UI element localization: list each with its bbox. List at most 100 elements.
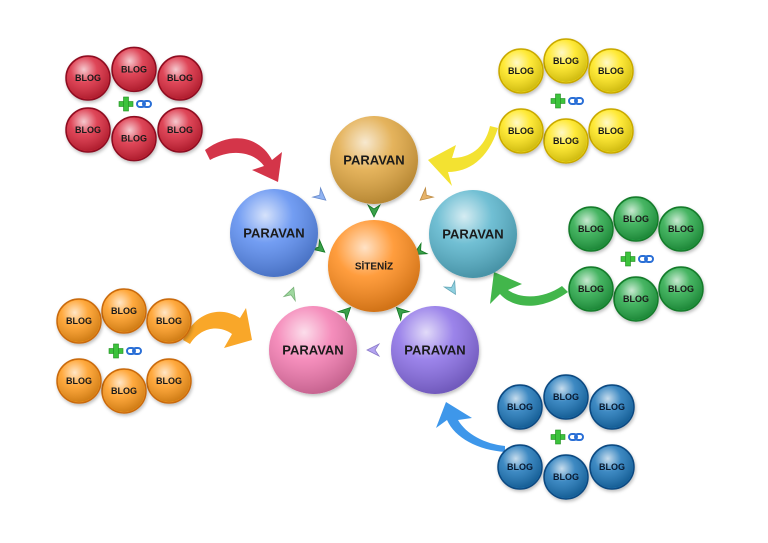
blog-node: BLOG (543, 374, 589, 420)
blog-label: BLOG (668, 284, 694, 294)
plus-icon (550, 93, 566, 109)
paravan-node-3: PARAVAN (429, 190, 517, 278)
plus-icon (108, 343, 124, 359)
blog-node: BLOG (613, 196, 659, 242)
arrow-top-to-center (366, 203, 382, 218)
blog-label: BLOG (598, 126, 624, 136)
blog-cluster-orange: BLOG BLOG BLOG BLOG BLOG BLOG (56, 288, 192, 414)
blog-label: BLOG (75, 125, 101, 135)
plus-icon (620, 251, 636, 267)
paravan-node-2-label: PARAVAN (243, 226, 304, 241)
center-node-label: SİTENİZ (355, 260, 393, 273)
blog-cluster-red: BLOG BLOG BLOG BLOG BLOG BLOG (65, 46, 203, 162)
blog-node: BLOG (157, 107, 203, 153)
blog-node: BLOG (146, 298, 192, 344)
blog-node: BLOG (543, 118, 589, 164)
blog-node: BLOG (588, 48, 634, 94)
plus-icon (550, 429, 566, 445)
blog-node: BLOG (111, 46, 157, 93)
blog-label: BLOG (507, 462, 533, 472)
orange-arrow (183, 308, 252, 348)
blog-node: BLOG (65, 107, 111, 153)
blog-node: BLOG (588, 108, 634, 154)
paravan-node-4: PARAVAN (269, 306, 357, 394)
link-icon (638, 255, 654, 263)
blog-label: BLOG (111, 386, 137, 396)
blog-label: BLOG (66, 316, 92, 326)
paravan-node-4-label: PARAVAN (282, 343, 343, 358)
blog-label: BLOG (156, 376, 182, 386)
paravan-node-3-label: PARAVAN (442, 227, 503, 242)
plus-icon (118, 96, 134, 112)
paravan-node-1-label: PARAVAN (343, 153, 404, 168)
green-arrow (490, 272, 568, 306)
red-arrow (205, 138, 282, 182)
blog-label: BLOG (599, 402, 625, 412)
paravan-node-2: PARAVAN (230, 189, 318, 277)
blog-label: BLOG (121, 64, 147, 74)
blog-label: BLOG (598, 66, 624, 76)
arrow-bottomleft-to-center (336, 306, 352, 322)
blog-node: BLOG (543, 38, 589, 84)
blog-node: BLOG (498, 108, 544, 154)
blog-node: BLOG (65, 55, 111, 101)
blog-label: BLOG (167, 73, 193, 83)
blog-cluster-yellow: BLOG BLOG BLOG BLOG BLOG BLOG (498, 38, 634, 164)
blog-label: BLOG (623, 294, 649, 304)
blog-cluster-green: BLOG BLOG BLOG BLOG BLOG BLOG (568, 196, 704, 322)
arrow-top-to-right (419, 186, 435, 201)
blog-label: BLOG (553, 472, 579, 482)
blog-label: BLOG (75, 73, 101, 83)
blog-label: BLOG (508, 126, 534, 136)
blog-node: BLOG (589, 444, 635, 490)
blog-node: BLOG (568, 206, 614, 252)
blog-label: BLOG (167, 125, 193, 135)
center-node: SİTENİZ (328, 220, 420, 312)
blog-node: BLOG (498, 48, 544, 94)
blog-label: BLOG (111, 306, 137, 316)
paravan-node-5: PARAVAN (391, 306, 479, 394)
blog-label: BLOG (668, 224, 694, 234)
blog-node: BLOG (101, 368, 147, 414)
blog-node: BLOG (613, 276, 659, 322)
blog-label: BLOG (121, 134, 147, 144)
blog-label: BLOG (578, 224, 604, 234)
blog-node: BLOG (658, 266, 704, 312)
link-icon (136, 100, 152, 108)
blog-node: BLOG (146, 358, 192, 404)
blog-label: BLOG (578, 284, 604, 294)
blog-label: BLOG (623, 214, 649, 224)
link-icon (568, 97, 584, 105)
blog-label: BLOG (507, 402, 533, 412)
blog-label: BLOG (553, 56, 579, 66)
blog-node: BLOG (497, 444, 543, 490)
blog-label: BLOG (553, 136, 579, 146)
blog-node: BLOG (543, 454, 589, 500)
paravan-node-1: PARAVAN (330, 116, 418, 204)
blog-label: BLOG (508, 66, 534, 76)
blog-label: BLOG (553, 392, 579, 402)
blog-node: BLOG (111, 115, 157, 162)
arrow-bottomleft-to-left (282, 286, 296, 303)
blog-label: BLOG (66, 376, 92, 386)
blog-node: BLOG (497, 384, 543, 430)
arrow-left-to-top (311, 186, 327, 201)
blog-node: BLOG (101, 288, 147, 334)
blog-label: BLOG (156, 316, 182, 326)
blog-node: BLOG (589, 384, 635, 430)
arrow-right-to-bottomright (442, 279, 456, 296)
blog-label: BLOG (599, 462, 625, 472)
blue-arrow (436, 402, 505, 452)
blog-node: BLOG (568, 266, 614, 312)
blog-node: BLOG (157, 55, 203, 101)
arrow-bottomright-to-bottomleft (366, 342, 381, 358)
yellow-arrow (428, 126, 498, 186)
blog-node: BLOG (56, 298, 102, 344)
blog-node: BLOG (658, 206, 704, 252)
arrow-bottomright-to-center (395, 306, 411, 322)
blog-cluster-blue: BLOG BLOG BLOG BLOG BLOG BLOG (497, 374, 635, 500)
link-icon (568, 433, 584, 441)
link-icon (126, 347, 142, 355)
